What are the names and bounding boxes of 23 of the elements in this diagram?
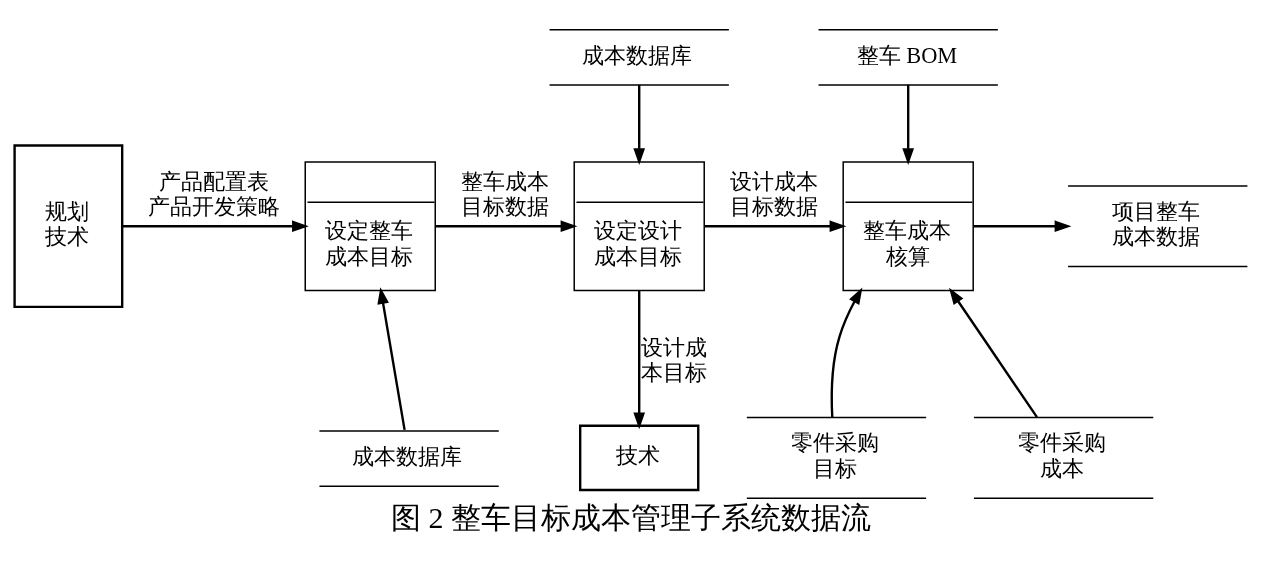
arrow xyxy=(704,219,847,232)
node-text: 成本数据库 xyxy=(352,443,463,469)
arrow xyxy=(830,287,863,417)
edge-label: 设计成本目标数据 xyxy=(729,168,818,219)
edge-label: 整车成本目标数据 xyxy=(460,168,549,219)
arrow xyxy=(633,290,646,429)
edge-label: 设计成本目标 xyxy=(640,334,707,385)
arrow xyxy=(973,219,1072,232)
node-text: 零件采购目标 xyxy=(790,429,879,481)
edge-label: 产品配置表产品开发策略 xyxy=(147,168,280,219)
node-text: 项目整车成本数据 xyxy=(1112,198,1201,249)
arrow xyxy=(902,84,915,165)
arrow xyxy=(122,219,309,232)
node-box: 规划技术 xyxy=(13,143,124,308)
arrow xyxy=(377,286,406,430)
node-text: 零件采购成本 xyxy=(1018,429,1107,481)
node-text: 成本数据库 xyxy=(582,42,693,68)
node-box: 技术 xyxy=(579,424,700,491)
node-text: 整车 BOM xyxy=(856,42,958,68)
caption: 图 2 整车目标成本管理子系统数据流 xyxy=(391,500,871,534)
arrow xyxy=(949,287,1038,418)
arrow xyxy=(435,219,578,232)
arrow xyxy=(633,84,646,165)
